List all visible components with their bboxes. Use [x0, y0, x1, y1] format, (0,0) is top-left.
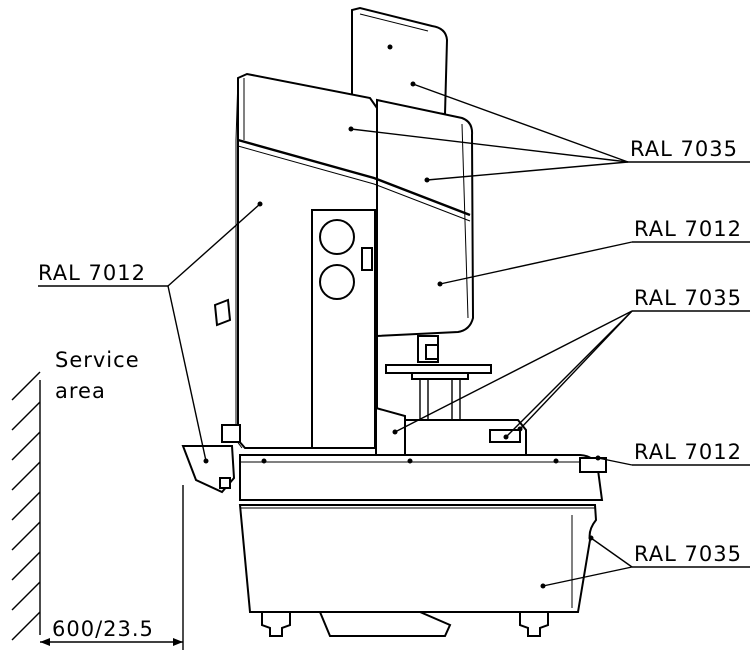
- leader-lines: [38, 83, 750, 587]
- wall-hatch: [11, 371, 41, 641]
- dimension-line: [40, 485, 184, 650]
- label-left-ral7012: RAL 7012: [38, 261, 146, 285]
- label-top-ral7035: RAL 7035: [630, 137, 738, 161]
- port-circle-bottom: [319, 264, 355, 300]
- service-dimension: 600/23.5: [52, 617, 154, 641]
- foot-left: [261, 611, 291, 637]
- label-mid-ral7035: RAL 7035: [634, 286, 742, 310]
- head-housing-right: [376, 98, 475, 338]
- base-lower-cabinet: [238, 504, 598, 613]
- side-handle: [213, 298, 232, 327]
- label-bottom-ral7035: RAL 7035: [634, 542, 742, 566]
- service-area-line2: area: [55, 379, 106, 403]
- service-area-line1: Service: [55, 348, 140, 372]
- label-base-ral7012: RAL 7012: [634, 440, 742, 464]
- foot-right: [519, 611, 549, 637]
- port-circle-top: [319, 219, 355, 255]
- floor-pad: [318, 611, 452, 637]
- label-mid-ral7012: RAL 7012: [634, 217, 742, 241]
- stage-assembly: [375, 335, 527, 456]
